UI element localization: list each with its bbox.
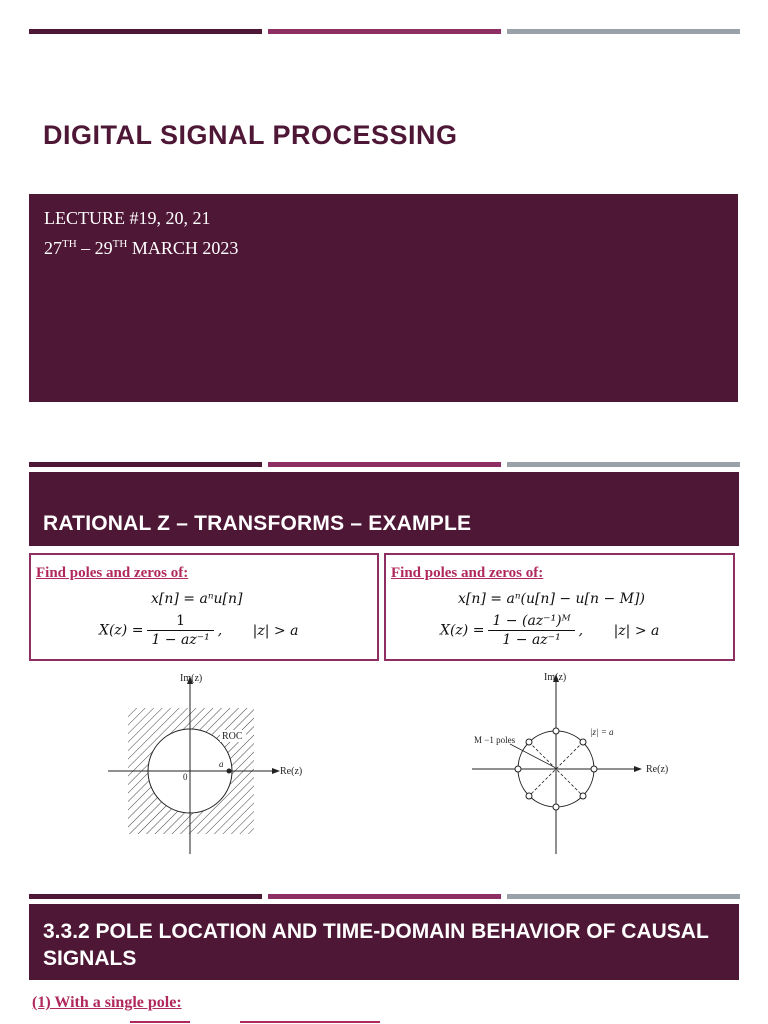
im-axis-label: Im(z) xyxy=(544,672,566,683)
dashed-diagonal xyxy=(528,741,584,797)
axis-arrow-right xyxy=(272,768,280,774)
signal-equation: x[n] = aⁿ(u[n] − u[n − M]) xyxy=(458,591,645,607)
re-axis-label: Re(z) xyxy=(280,766,302,777)
poles-pointer xyxy=(509,743,555,768)
cut-off-equation-fragment xyxy=(130,1021,380,1023)
pole-zero-diagram-roc: ROC Im(z) Re(z) 0 a xyxy=(108,673,302,854)
slide-title: Digital Signal Processing xyxy=(43,120,458,150)
section-subheading: (1) With a single pole: xyxy=(32,994,182,1011)
slide-title: 3.3.2 POLE LOCATION AND TIME-DOMAIN BEHA… xyxy=(43,920,709,970)
accent-bars-slide2 xyxy=(29,462,740,467)
roc-label-bg xyxy=(220,730,246,742)
lecture-date: 27TH – 29TH MARCH 2023 xyxy=(44,238,239,258)
accent-bar-magenta xyxy=(268,462,501,467)
zero-markers xyxy=(514,727,598,811)
accent-bar-gray xyxy=(507,29,740,34)
accent-bar-maroon xyxy=(29,462,262,467)
slide-title: RATIONAL Z – TRANSFORMS – EXAMPLE xyxy=(43,512,472,535)
zero-marker xyxy=(552,803,560,811)
zero-marker xyxy=(590,765,598,773)
roc-condition: |z| > a xyxy=(613,622,660,639)
re-axis-label: Re(z) xyxy=(646,764,668,775)
accent-bar-gray xyxy=(507,462,740,467)
example-box-right: Find poles and zeros of: x[n] = aⁿ(u[n] … xyxy=(384,553,735,661)
top-accent-bars xyxy=(29,29,740,34)
zero-marker xyxy=(579,738,587,746)
slide-title-band: 3.3.2 POLE LOCATION AND TIME-DOMAIN BEHA… xyxy=(29,904,739,980)
zero-marker xyxy=(525,792,533,800)
accent-bar-magenta xyxy=(268,29,501,34)
pole-marker xyxy=(226,768,232,774)
accent-bar-gray xyxy=(507,894,740,899)
roc-condition: |z| > a xyxy=(252,622,299,639)
zero-marker xyxy=(579,792,587,800)
axis-arrow-up xyxy=(187,676,193,684)
im-axis-label: Im(z) xyxy=(180,673,202,684)
accent-bar-maroon xyxy=(29,29,262,34)
axis-arrow-up xyxy=(553,674,559,682)
pole-label: a xyxy=(219,759,224,769)
dashed-diagonal xyxy=(528,741,584,797)
lecture-number: LECTURE #19, 20, 21 xyxy=(44,208,211,228)
zero-marker xyxy=(525,738,533,746)
example-heading: Find poles and zeros of: xyxy=(391,565,544,581)
example-box-left: Find poles and zeros of: x[n] = aⁿu[n] X… xyxy=(29,553,379,661)
axis-arrow-right xyxy=(634,766,642,772)
circle-label: |z| = a xyxy=(590,727,614,737)
origin-label: 0 xyxy=(183,772,188,782)
example-heading: Find poles and zeros of: xyxy=(36,565,189,581)
zero-marker xyxy=(514,765,522,773)
pole-zero-diagram-zeros: Im(z) Re(z) |z| = a M −1 poles xyxy=(472,672,668,854)
lecture-info-box: LECTURE #19, 20, 21 27TH – 29TH MARCH 20… xyxy=(29,194,738,402)
poles-label: M −1 poles xyxy=(474,735,516,745)
accent-bars-slide3 xyxy=(29,894,740,899)
roc-label: ROC xyxy=(222,731,243,742)
zero-marker xyxy=(552,727,560,735)
accent-bar-maroon xyxy=(29,894,262,899)
accent-bar-magenta xyxy=(268,894,501,899)
slide-title-band: RATIONAL Z – TRANSFORMS – EXAMPLE xyxy=(29,472,739,546)
signal-equation: x[n] = aⁿu[n] xyxy=(151,591,243,607)
